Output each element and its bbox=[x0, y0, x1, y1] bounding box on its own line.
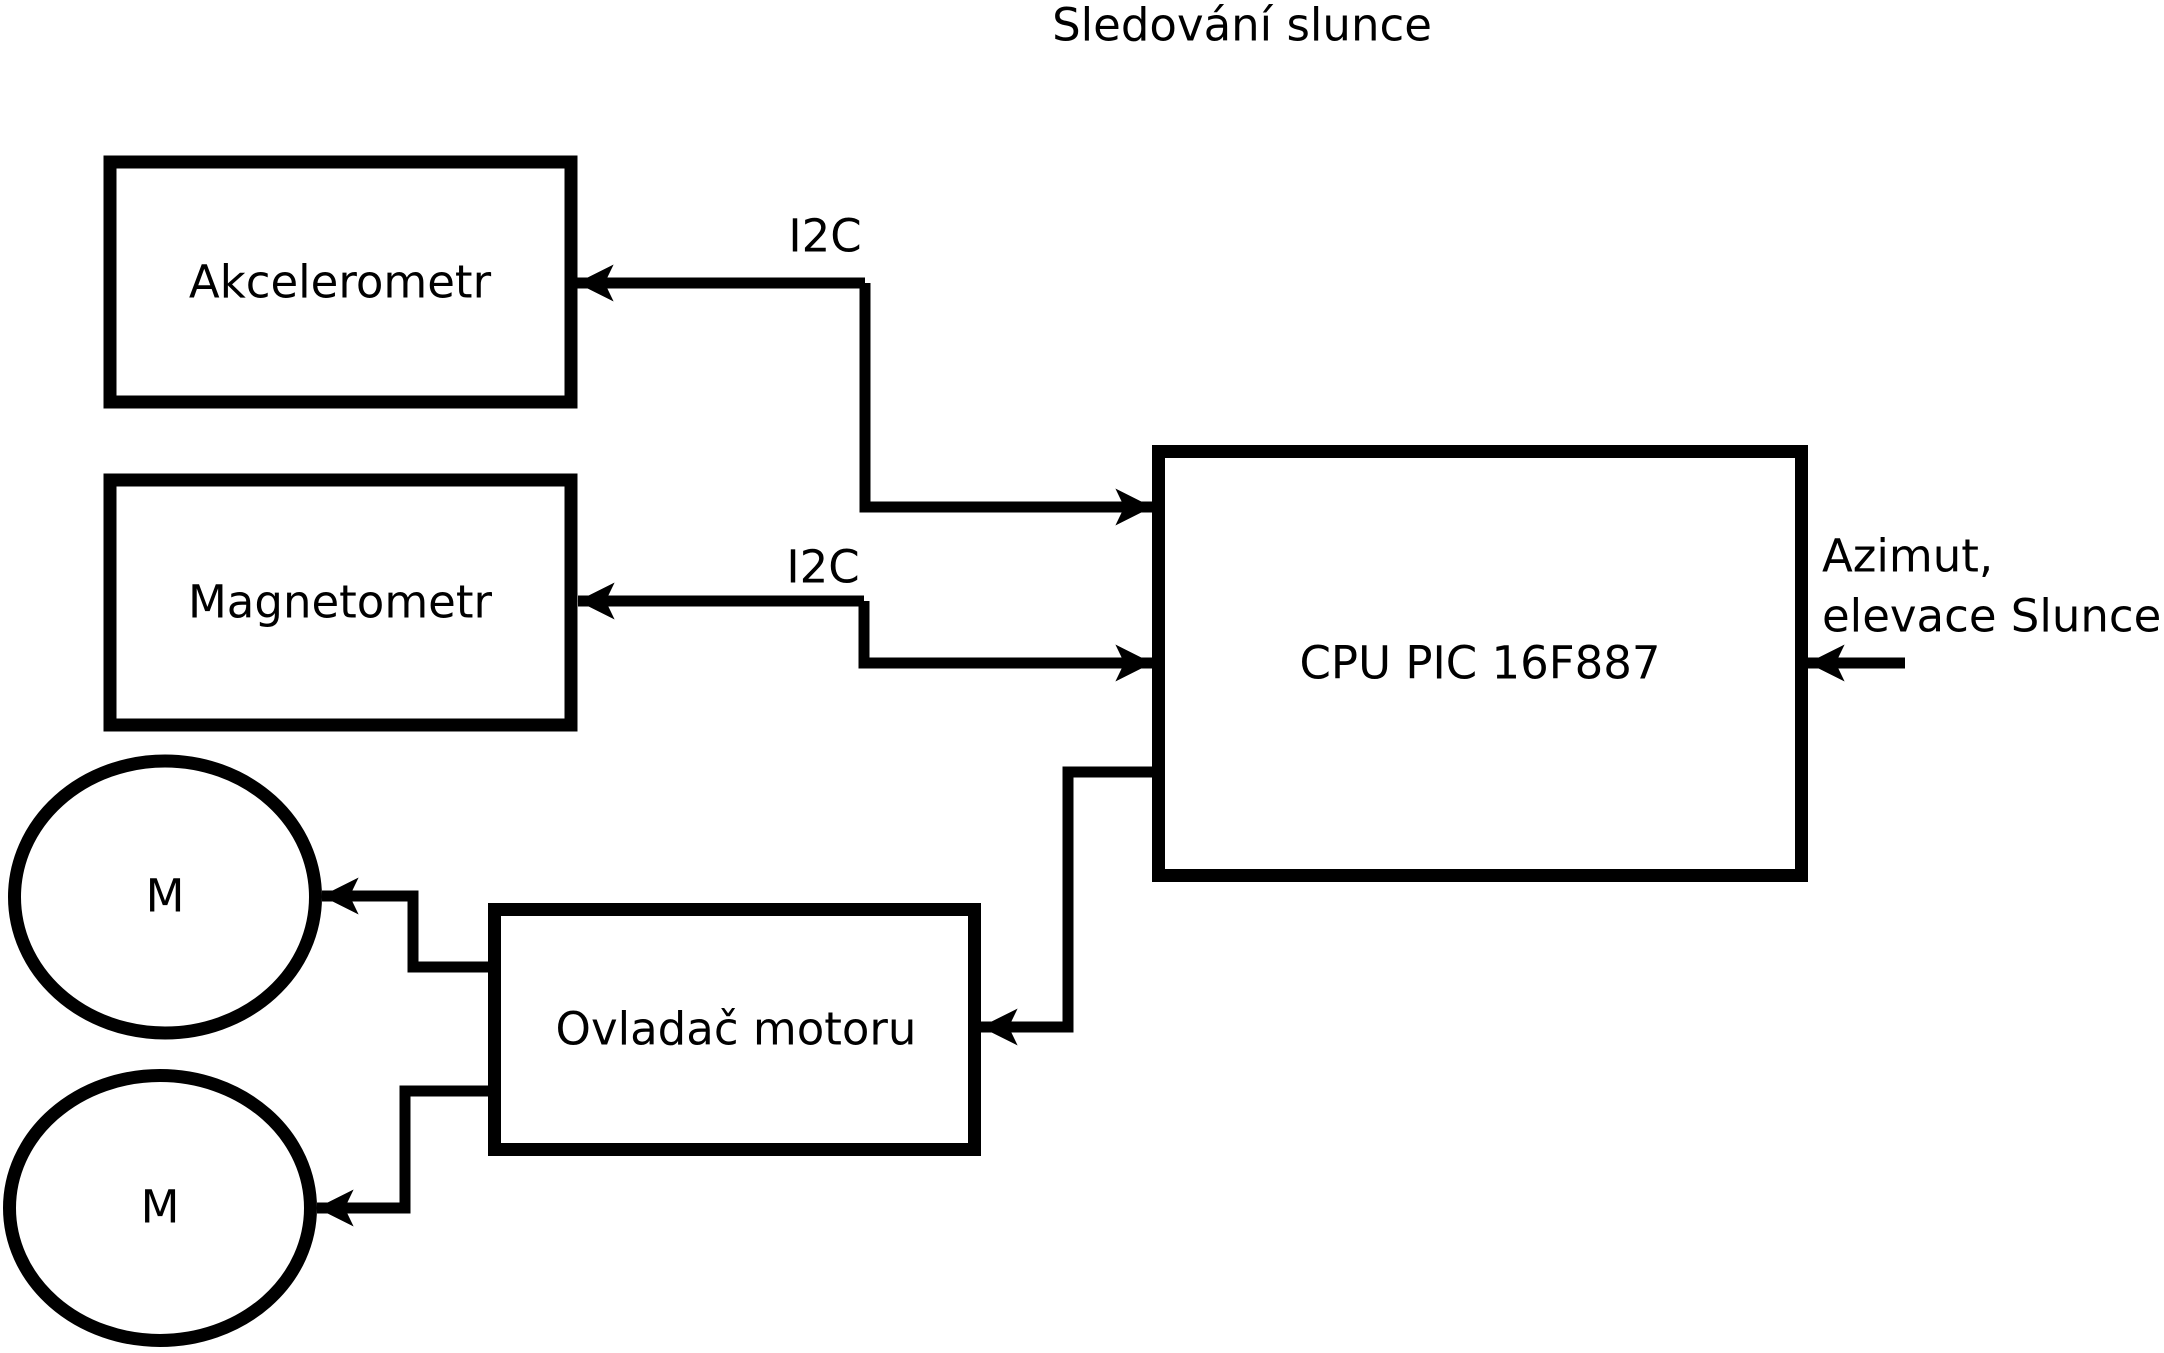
motor-bottom-label: M bbox=[141, 1181, 180, 1234]
magnetometr-box bbox=[103, 473, 578, 732]
motor-top-label: M bbox=[146, 870, 185, 923]
edge-motor-driver-to-motor-top-arrow bbox=[321, 877, 488, 973]
magnetometr-label: Magnetometr bbox=[188, 576, 493, 629]
edge-akcelerometr-line-to-cpu-arrow bbox=[859, 283, 1153, 526]
azimut-label-line2: elevace Slunce bbox=[1822, 590, 2161, 643]
azimut-label-line1: Azimut, bbox=[1822, 530, 1993, 583]
akcelerometr-label: Akcelerometr bbox=[189, 256, 492, 309]
motor-top-circle bbox=[8, 754, 322, 1040]
motor-bottom-circle bbox=[3, 1069, 317, 1347]
diagram-title: Sledování slunce bbox=[1052, 0, 1432, 52]
motor-driver-label: Ovladač motoru bbox=[556, 1003, 917, 1056]
i2c-label-bottom: I2C bbox=[786, 541, 859, 594]
edge-motor-driver-to-motor-bottom-arrow bbox=[316, 1085, 488, 1227]
cpu-label: CPU PIC 16F887 bbox=[1300, 637, 1661, 690]
cpu-box bbox=[1152, 445, 1808, 882]
edge-magnetometr-line-to-cpu-arrow bbox=[858, 601, 1153, 682]
motor-driver-box bbox=[488, 903, 981, 1156]
i2c-label-top: I2C bbox=[788, 210, 861, 263]
akcelerometr-box bbox=[103, 155, 578, 409]
edge-cpu-to-motor-driver-arrow bbox=[980, 766, 1152, 1046]
